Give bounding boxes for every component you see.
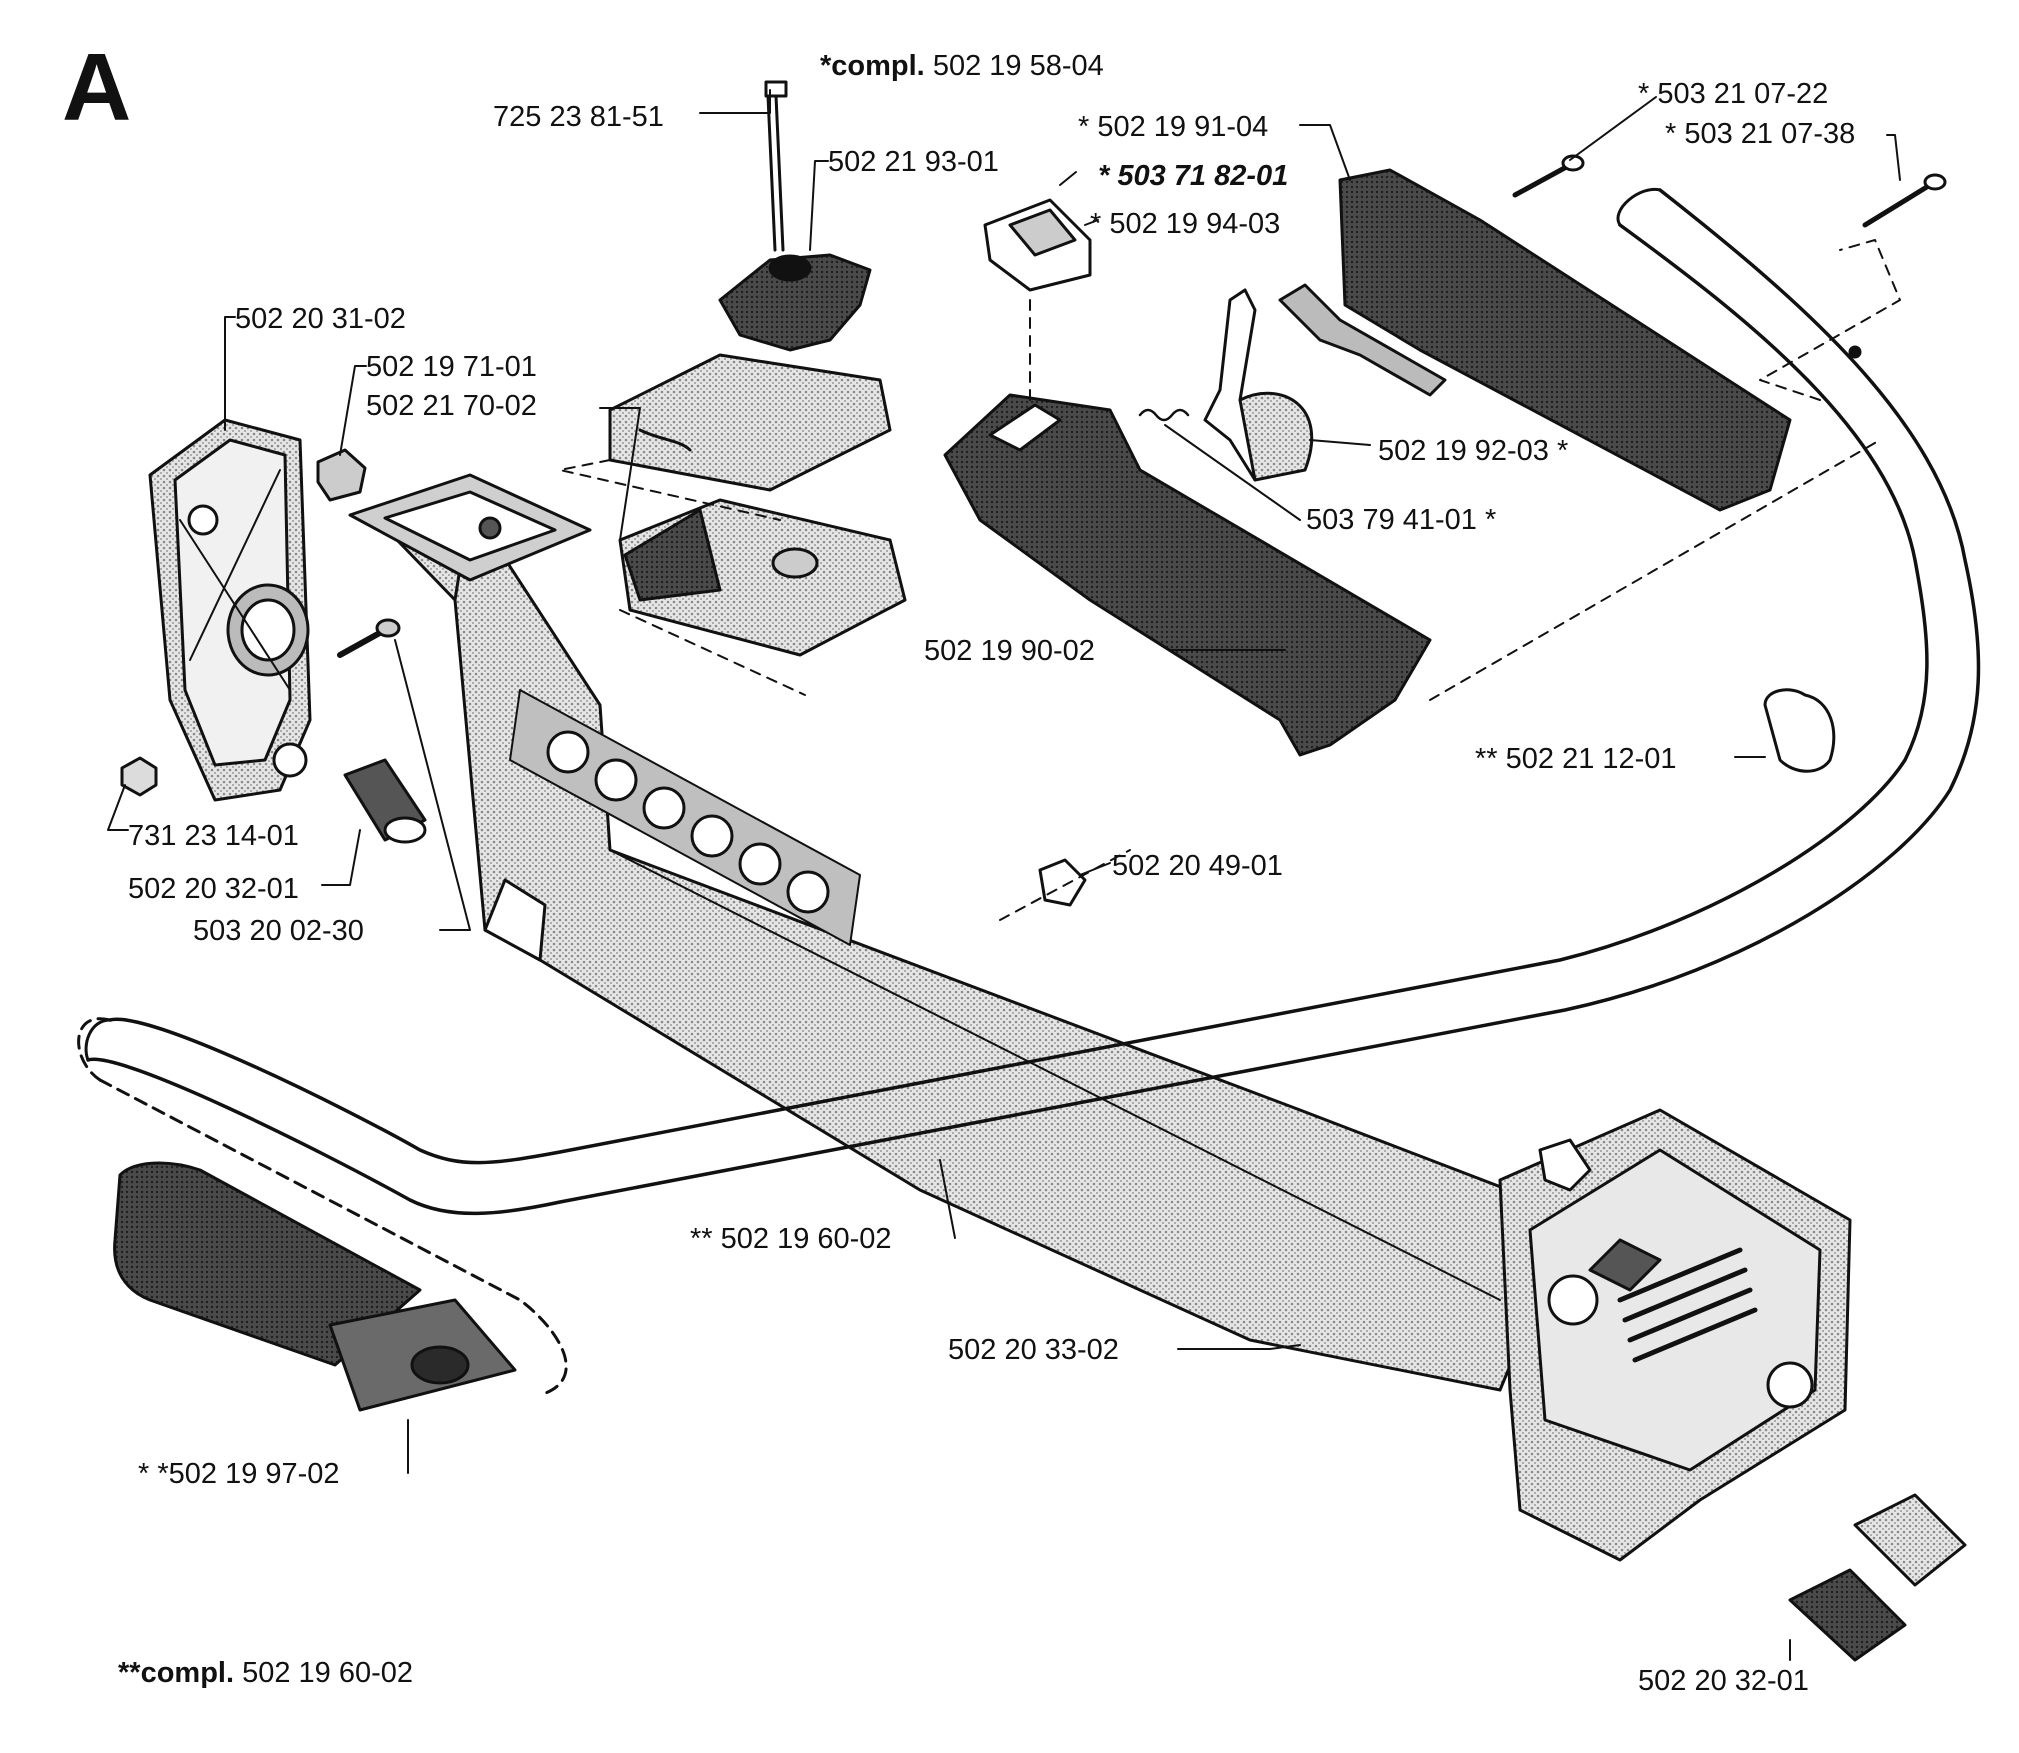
compl-top-label: *compl. 502 19 58-04 xyxy=(820,52,1104,81)
clamp-upper-part xyxy=(608,353,892,492)
compl-bottom-number: 502 19 60-02 xyxy=(242,1657,414,1689)
part-label-502204901: 502 20 49-01 xyxy=(1112,850,1283,882)
part-label-503718201: * 503 71 82-01 xyxy=(1098,162,1288,191)
square-nut-part xyxy=(316,448,367,502)
bolt-part xyxy=(764,80,788,252)
part-label-502217002: 502 21 70-02 xyxy=(366,390,537,422)
part-label-502219301: 502 21 93-01 xyxy=(828,146,999,178)
main-shaft-part xyxy=(348,473,1852,1562)
screw-part xyxy=(337,618,401,658)
cable-clip-part xyxy=(1038,688,1836,1192)
clamp-lower-part xyxy=(618,498,907,657)
compl-top-number: 502 19 58-04 xyxy=(932,50,1104,82)
left-bracket-part xyxy=(148,418,312,802)
spring-part xyxy=(1138,408,1190,422)
assembly-dashed-lines xyxy=(559,239,1901,921)
part-label-502203302: 502 20 33-02 xyxy=(948,1334,1119,1366)
part-label-503794101: 503 79 41-01 * xyxy=(1306,504,1497,536)
part-label-502211201: ** 502 21 12-01 xyxy=(1475,743,1677,775)
throttle-lock-part xyxy=(1278,283,1447,397)
throttle-trigger-part xyxy=(1203,288,1314,482)
part-label-502199702: * *502 19 97-02 xyxy=(138,1458,340,1490)
leader-lines xyxy=(107,89,1901,1661)
handlebar-tube-part xyxy=(77,187,1981,1397)
section-letter: A xyxy=(62,34,132,141)
part-label-502203201-right: 502 20 32-01 xyxy=(1638,1665,1809,1697)
throttle-housing-upper-part xyxy=(1338,168,1792,512)
throttle-housing-lower-part xyxy=(943,393,1432,757)
part-label-502199403: * 502 19 94-03 xyxy=(1090,208,1281,240)
compl-top-prefix: *compl. xyxy=(820,50,925,82)
grip-sleeve-part xyxy=(113,1161,517,1412)
part-label-725238151: 725 23 81-51 xyxy=(493,101,664,133)
part-label-502203201-left: 502 20 32-01 xyxy=(128,873,299,905)
part-label-502203102: 502 20 31-02 xyxy=(235,303,406,335)
screw-upper-right-part xyxy=(1512,154,1947,228)
compl-bottom-prefix: **compl. xyxy=(118,1657,235,1689)
part-label-502199002: 502 19 90-02 xyxy=(924,635,1095,667)
part-label-502197101: 502 19 71-01 xyxy=(366,351,537,383)
part-label-502199203: 502 19 92-03 * xyxy=(1378,435,1569,467)
stop-switch-part xyxy=(983,198,1092,292)
compl-bottom-label: **compl. 502 19 60-02 xyxy=(118,1659,413,1688)
part-label-503718201-text: * 503 71 82-01 xyxy=(1098,160,1289,192)
part-label-502196002: ** 502 19 60-02 xyxy=(690,1223,892,1255)
wing-knob-part xyxy=(718,253,872,352)
part-label-503210722: * 503 21 07-22 xyxy=(1638,78,1829,110)
part-label-503210738: * 503 21 07-38 xyxy=(1665,118,1856,150)
nut-part xyxy=(120,756,158,797)
end-plug-left-part xyxy=(343,758,427,844)
part-label-503200230: 503 20 02-30 xyxy=(193,915,364,947)
part-label-502199104: * 502 19 91-04 xyxy=(1078,111,1269,143)
part-label-731231401: 731 23 14-01 xyxy=(128,820,299,852)
end-plug-right-part xyxy=(1788,1493,1967,1662)
